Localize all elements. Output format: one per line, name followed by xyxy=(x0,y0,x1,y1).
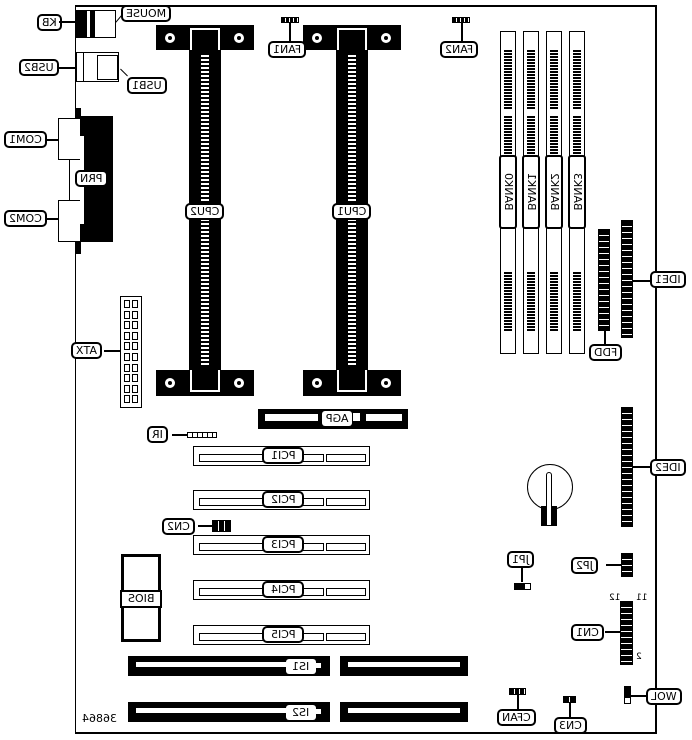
mounting-hole-icon xyxy=(312,378,322,388)
ide2-connector xyxy=(621,407,633,527)
fan2-header xyxy=(452,17,470,23)
cpu1-label: CPU1 xyxy=(332,203,372,220)
bank1-label: BANK1 xyxy=(522,155,540,229)
pci5-slot xyxy=(193,625,370,645)
mounting-hole-icon xyxy=(234,378,244,388)
agp-label: AGP xyxy=(322,411,352,426)
mounting-hole-icon xyxy=(234,33,244,43)
ir-header xyxy=(187,432,217,438)
cpu1-retention-bottom xyxy=(303,370,401,396)
cpu2-retention-top xyxy=(156,25,254,50)
com1-connector xyxy=(58,118,80,160)
cpu2-retention-bottom xyxy=(156,370,254,396)
battery-clip xyxy=(546,472,552,526)
mounting-hole-icon xyxy=(381,378,391,388)
bios-label: BIOS xyxy=(120,590,162,608)
ide1-label: IDE1 xyxy=(650,271,686,288)
cpu1-retention-top xyxy=(303,25,401,50)
cn2-header xyxy=(212,520,231,532)
bank3-label: BANK3 xyxy=(568,155,586,229)
mounting-hole-icon xyxy=(312,33,322,43)
pci4-label: PCI4 xyxy=(262,581,304,598)
prn-label: PRN xyxy=(75,170,108,187)
ps2-connector xyxy=(76,10,116,38)
isa2-slot-long xyxy=(128,702,330,722)
ide1-connector xyxy=(621,220,633,338)
cfan-label: CFAN xyxy=(497,709,536,726)
pci5-label: PCI5 xyxy=(262,626,304,643)
bank0-label: BANK0 xyxy=(499,155,517,229)
jp2-header xyxy=(621,553,633,577)
pci3-label: PCI3 xyxy=(262,536,304,553)
usb1-label: USB1 xyxy=(127,77,167,94)
atx-label: ATX xyxy=(71,342,102,359)
fan1-header xyxy=(281,17,299,23)
isa1-slot-long xyxy=(128,656,330,676)
cfan-header xyxy=(509,688,526,695)
jp2-label: JP2 xyxy=(571,557,598,574)
jp1-jumper xyxy=(514,583,531,590)
board-outline xyxy=(75,5,657,734)
part-number: 36864 xyxy=(82,712,117,725)
bank2-label: BANK2 xyxy=(545,155,563,229)
cpu2-label: CPU2 xyxy=(185,203,225,220)
ide2-label: IDE2 xyxy=(650,459,686,476)
is1-label: IS1 xyxy=(286,659,316,674)
is2-label: IS2 xyxy=(286,705,316,720)
mounting-hole-icon xyxy=(165,33,175,43)
cn1-label: CN1 xyxy=(571,624,604,641)
com2-label: COM2 xyxy=(4,210,47,227)
mounting-hole-icon xyxy=(381,33,391,43)
cn1-header xyxy=(620,601,633,665)
usb2-label: USB2 xyxy=(19,59,59,76)
mouse-label: MOUSE xyxy=(121,5,172,22)
cn3-label: CN3 xyxy=(554,717,587,734)
fdd-label: FDD xyxy=(589,344,623,361)
fdd-connector xyxy=(598,229,610,331)
usb-connector xyxy=(76,52,119,82)
wol-header xyxy=(624,686,631,704)
ir-label: IR xyxy=(147,426,168,443)
isa1-slot-short xyxy=(340,656,468,676)
cn1-pin-12: 12 xyxy=(609,593,621,603)
pci1-label: PCI1 xyxy=(262,447,304,464)
cn3-header xyxy=(563,696,576,703)
fan1-label: FAN1 xyxy=(268,41,307,58)
atx-power-connector xyxy=(120,296,142,408)
jp1-label: JP1 xyxy=(507,551,534,568)
fan2-label: FAN2 xyxy=(440,41,479,58)
cn2-label: CN2 xyxy=(162,518,195,535)
pci2-label: PCI2 xyxy=(262,491,304,508)
cn1-pin-2: 2 xyxy=(636,652,642,662)
com2-connector xyxy=(58,200,80,242)
com1-label: COM1 xyxy=(4,131,47,148)
isa2-slot-short xyxy=(340,702,468,722)
wol-label: WOL xyxy=(646,688,682,705)
cn1-pin-11: 11 xyxy=(636,593,648,603)
mounting-hole-icon xyxy=(165,378,175,388)
